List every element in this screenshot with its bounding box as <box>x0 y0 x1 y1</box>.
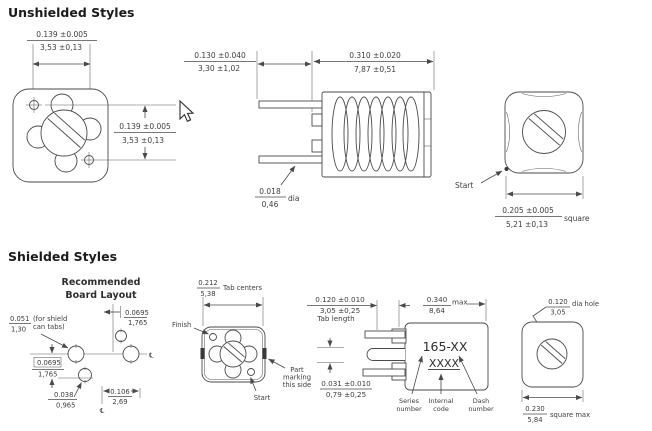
shielded-pin-bottom <box>362 368 406 377</box>
dim-pitch-top-mm: 1,765 <box>128 319 147 327</box>
shield-can-tab-side <box>366 348 405 361</box>
shielded-side-view: 0.120 ±0.010 3,05 ±0,25 Tab length 0.340… <box>307 295 494 413</box>
offset-in: 0.031 ±0.010 <box>321 379 371 388</box>
dim-square-suffix: square <box>564 214 590 223</box>
dim-square-in: 0.205 ±0.005 <box>502 206 554 215</box>
dim-span-in: 0.106 <box>110 388 129 396</box>
height-mm: 8,64 <box>429 306 445 315</box>
board-layout-title-2: Board Layout <box>65 290 137 301</box>
dash-label-1: Dash <box>473 397 490 405</box>
tab-centers-mm: 5,38 <box>200 290 215 298</box>
dim-height-mm: 3,53 ±0,13 <box>122 136 164 145</box>
dim-lead-mm: 3,30 ±1,02 <box>198 64 240 73</box>
back-square-mm: 5,84 <box>527 416 542 424</box>
part-marking-series: 165-XX <box>423 339 468 354</box>
part-marking-line-2: marking <box>283 374 311 382</box>
board-hole-right <box>122 344 140 364</box>
offset-mm: 0,79 ±0,25 <box>326 390 366 399</box>
dim-lead-in: 0.130 ±0.040 <box>194 51 246 60</box>
tab-length-mm: 3,05 ±0,25 <box>320 306 360 315</box>
back-square-suffix: square max <box>550 411 590 419</box>
tab-length-in: 0.120 ±0.010 <box>315 295 365 304</box>
board-layout-title-1: Recommended <box>62 277 141 288</box>
start-hole <box>247 368 255 376</box>
dim-pitch-left-mm: 1,765 <box>38 371 57 379</box>
centerline-symbol-right: ℄ <box>149 352 154 360</box>
start-label-shielded: Start <box>254 394 271 402</box>
start-label: Start <box>455 181 473 190</box>
hole-in: 0.120 <box>548 298 567 306</box>
lead-mark-top-left <box>26 97 42 113</box>
tab-length-label: Tab length <box>316 314 354 323</box>
tab-centers-in: 0.212 <box>198 279 217 287</box>
finish-hole <box>209 333 217 341</box>
part-marking-line-1: Part <box>290 366 304 374</box>
centerline-symbol-bottom: ℄ <box>100 407 105 415</box>
winding-start-mark <box>504 167 509 171</box>
shielded-front-view: 0.212 5,38 Tab centers Finish Part marki… <box>172 279 311 402</box>
finish-label: Finish <box>172 321 191 329</box>
lead-mark-bottom-right <box>81 152 97 168</box>
dim-body-in: 0.310 ±0.020 <box>349 51 401 60</box>
component-body-side <box>321 91 432 178</box>
dim-wire-suffix: dia <box>288 194 299 203</box>
dim-height-in: 0.139 ±0.005 <box>119 122 171 131</box>
lead-pin-bottom <box>258 155 323 164</box>
height-suffix: max <box>452 298 468 307</box>
unshielded-top-view: Start 0.205 ±0.005 5,21 ±0,13 square <box>455 91 590 229</box>
part-marking-line-3: this side <box>283 381 312 389</box>
board-hole-bottom <box>78 366 92 384</box>
series-label-2: number <box>396 405 422 413</box>
mouse-cursor <box>179 99 195 123</box>
coil-winding <box>331 96 420 172</box>
dim-pitch-top-in: 0.0695 <box>125 309 149 317</box>
unshielded-styles-heading: Unshielded Styles <box>8 5 135 20</box>
dim-wire-mm: 0,46 <box>262 200 279 209</box>
shielded-styles-heading: Shielded Styles <box>8 249 117 264</box>
internal-label-2: code <box>433 405 449 413</box>
dim-offset-in: 0.038 <box>54 391 73 399</box>
tab-centers-label: Tab centers <box>222 284 263 292</box>
part-marking-code: XXXX <box>429 357 460 370</box>
unshielded-front-view: 0.139 ±0.005 3,53 ±0,13 <box>12 30 176 183</box>
shield-tab-left <box>200 348 205 359</box>
hole-mm: 3,05 <box>550 309 565 317</box>
dim-span-mm: 2,69 <box>112 398 127 406</box>
shield-tab-right <box>262 348 267 359</box>
height-in: 0.340 <box>427 295 448 304</box>
tab-hole-note-1: (for shield <box>33 315 67 323</box>
unshielded-side-view: 0.130 ±0.040 3,30 ±1,02 0.310 ±0.020 7,8… <box>184 51 435 209</box>
dim-offset-mm: 0,965 <box>56 402 75 410</box>
back-square-in: 0.230 <box>525 405 544 413</box>
shielded-back-view: 0.120 3,05 dia hole 0.230 5,84 square ma… <box>521 298 599 424</box>
dash-label-2: number <box>468 405 494 413</box>
basic-dim-box <box>33 357 62 368</box>
dim-width-mm: 3,53 ±0,13 <box>40 43 82 52</box>
dim-width-in: 0.139 ±0.005 <box>36 30 88 39</box>
dim-tab-hole-mm: 1,30 <box>11 326 26 334</box>
recommended-board-layout: Recommended Board Layout ℄ 0.051 1,30 (f… <box>9 277 154 415</box>
hole-suffix: dia hole <box>572 300 599 308</box>
board-hole-left <box>67 344 85 364</box>
dim-body-mm: 7,87 ±0,51 <box>354 65 396 74</box>
dim-square-mm: 5,21 ±0,13 <box>506 220 548 229</box>
shielded-pin-top <box>364 330 406 339</box>
internal-label-1: Internal <box>428 397 453 405</box>
dim-pitch-left-in: 0.0695 <box>37 359 61 367</box>
board-hole-top <box>115 328 127 344</box>
lead-pin-top <box>258 100 323 109</box>
dim-tab-hole-in: 0.051 <box>10 315 29 323</box>
dim-wire-in: 0.018 <box>259 187 281 196</box>
series-label-1: Series <box>399 397 420 405</box>
tab-hole-note-2: can tabs) <box>33 323 65 331</box>
